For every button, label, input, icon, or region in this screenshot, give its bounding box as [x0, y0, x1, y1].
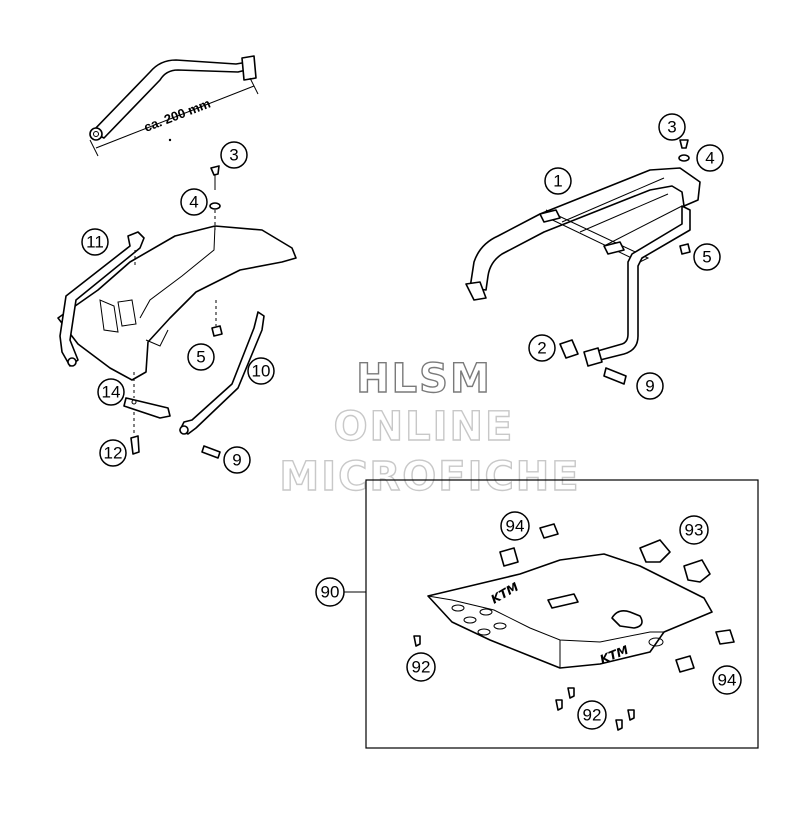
luggage-rack-assembly	[465, 139, 701, 385]
svg-text:12: 12	[104, 444, 123, 463]
callout-3-right: 3	[658, 113, 686, 141]
svg-text:10: 10	[252, 362, 271, 381]
svg-text:5: 5	[196, 348, 205, 367]
dimension-label: ca. 200 mm	[142, 96, 213, 135]
callout-10: 10	[247, 357, 275, 385]
skid-plate-kit: KTM KTM	[344, 479, 759, 749]
callout-2: 2	[528, 334, 556, 362]
callout-12: 12	[99, 439, 127, 467]
callout-90: 90	[315, 577, 345, 607]
callout-93: 93	[679, 515, 709, 545]
svg-text:9: 9	[645, 377, 654, 396]
svg-text:1: 1	[553, 172, 562, 191]
callout-9-left: 9	[223, 446, 251, 474]
callout-4-left: 4	[180, 188, 208, 216]
callout-94-right: 94	[712, 665, 742, 695]
svg-text:90: 90	[321, 583, 340, 602]
callout-92-bottom: 92	[577, 700, 607, 730]
svg-text:11: 11	[86, 233, 104, 252]
callout-5-right: 5	[693, 243, 721, 271]
svg-text:14: 14	[102, 383, 121, 402]
callout-3-left: 3	[220, 141, 248, 169]
svg-text:93: 93	[685, 521, 704, 540]
callout-92-left: 92	[406, 652, 436, 682]
svg-text:92: 92	[412, 658, 431, 677]
callout-94-top: 94	[500, 511, 530, 541]
svg-text:3: 3	[229, 146, 238, 165]
kit-frame	[365, 479, 759, 749]
svg-text:4: 4	[705, 149, 714, 168]
svg-text:92: 92	[583, 706, 602, 725]
watermark-line-3: MICROFICHE	[279, 454, 580, 500]
callout-5-left: 5	[187, 343, 215, 371]
callout-9-right: 9	[636, 372, 664, 400]
svg-text:3: 3	[667, 118, 676, 137]
rear-fender-assembly	[57, 165, 297, 459]
callout-1: 1	[544, 167, 572, 195]
svg-text:5: 5	[702, 248, 711, 267]
svg-text:4: 4	[189, 193, 198, 212]
watermark-line-2: ONLINE	[334, 404, 515, 450]
callout-4-right: 4	[696, 144, 724, 172]
callout-11: 11	[81, 228, 109, 256]
svg-text:9: 9	[232, 451, 241, 470]
bent-bar-detail: ca. 200 mm	[89, 55, 259, 157]
watermark-line-1: HLSM	[356, 356, 492, 402]
svg-text:94: 94	[718, 671, 737, 690]
callout-14: 14	[97, 378, 125, 406]
svg-text:94: 94	[506, 517, 525, 536]
svg-text:2: 2	[537, 339, 546, 358]
watermark: HLSM ONLINE MICROFICHE	[279, 355, 580, 500]
